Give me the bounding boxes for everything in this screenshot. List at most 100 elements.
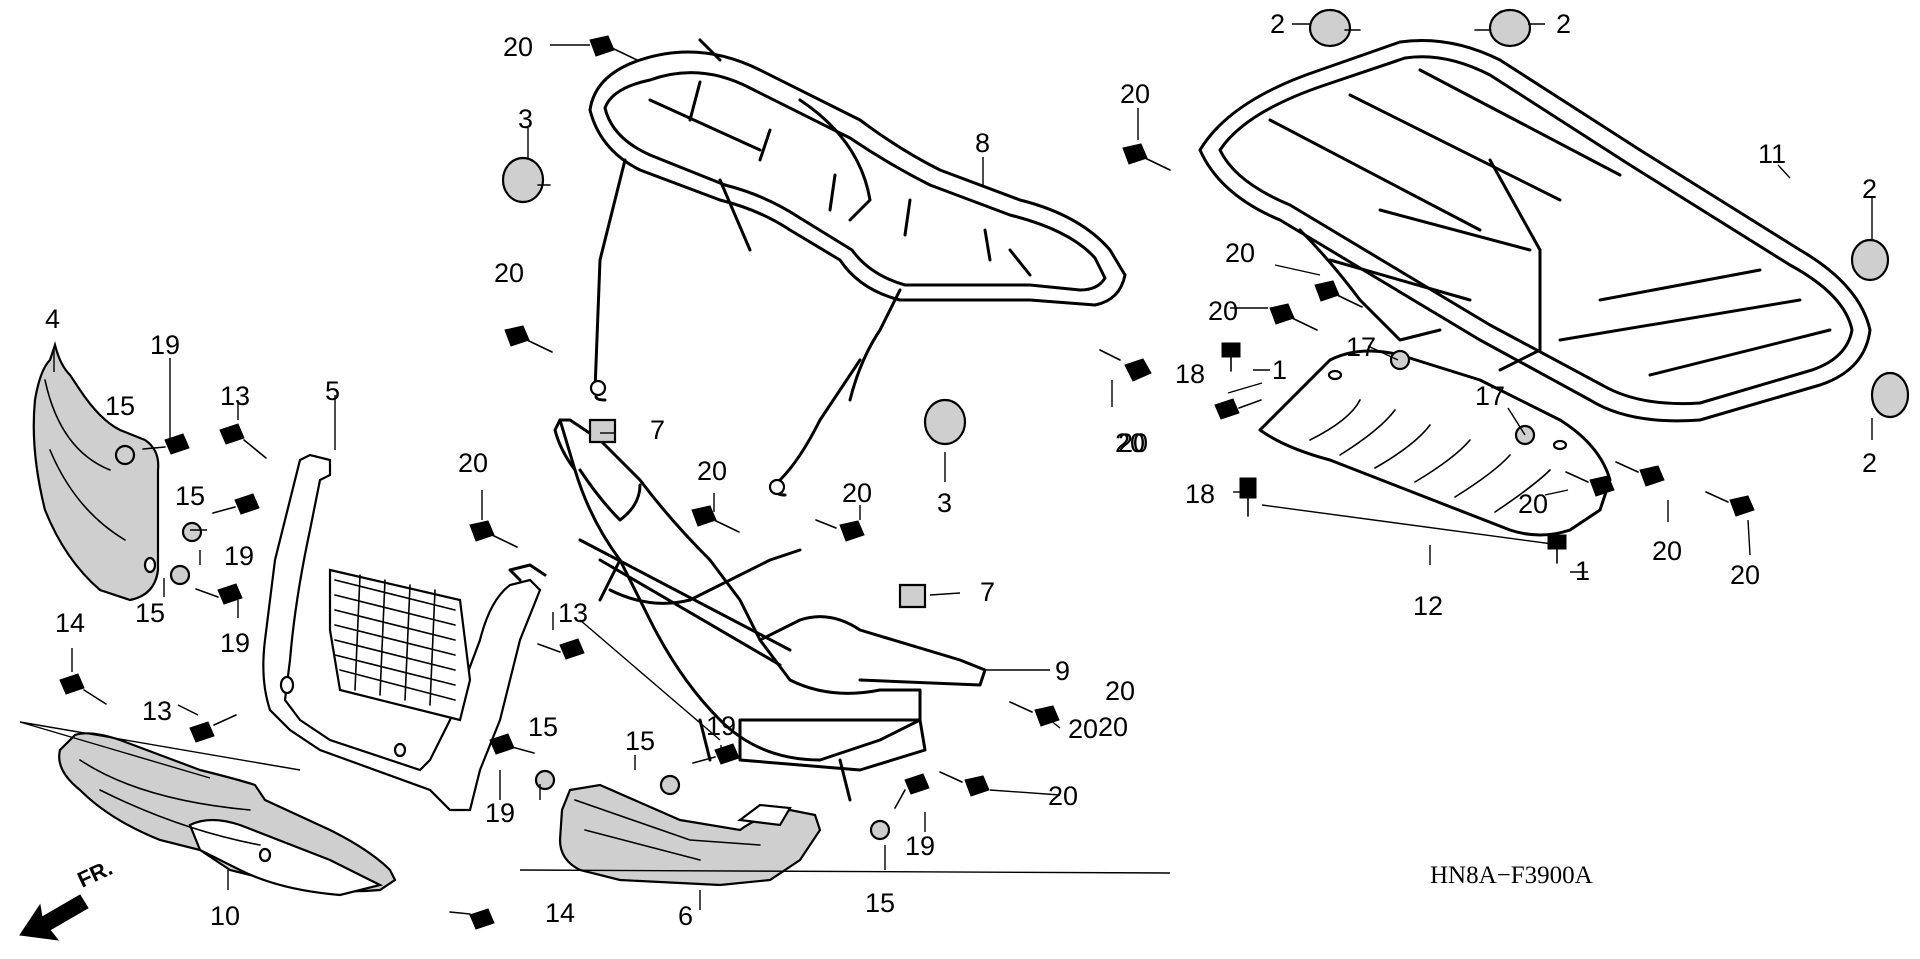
callout-14: 14 <box>545 898 575 928</box>
bolt-18-icon <box>1214 398 1262 420</box>
bolt-20-icon <box>504 325 553 353</box>
callout-14: 14 <box>55 608 85 638</box>
callout-2: 2 <box>1862 174 1877 204</box>
nut-7-icon <box>588 418 617 444</box>
fender-guard-part-4 <box>32 341 160 602</box>
bolt-19-icon <box>894 773 930 809</box>
bolt-20-icon <box>1099 349 1152 382</box>
washer-15-icon <box>659 774 681 796</box>
callout-20: 20 <box>697 456 727 486</box>
washer-15-icon <box>114 444 136 466</box>
callout-15: 15 <box>528 712 558 742</box>
grommet-2-icon <box>1870 371 1910 419</box>
callout-7: 7 <box>980 577 995 607</box>
callout-13: 13 <box>142 696 172 726</box>
callout-3: 3 <box>937 488 952 518</box>
grommet-2-icon <box>1850 238 1890 282</box>
callout-1: 1 <box>1575 556 1590 586</box>
grommet-3-icon <box>923 398 967 446</box>
diagram-code: HN8A−F3900A <box>1430 862 1593 889</box>
callout-4: 4 <box>45 304 60 334</box>
callout-20: 20 <box>503 32 533 62</box>
callout-20: 20 <box>1652 536 1682 566</box>
leader-lines <box>19 23 1873 910</box>
callout-20: 20 <box>1120 79 1150 109</box>
bolt-1-icon <box>1547 534 1567 564</box>
bolt-20-icon <box>815 519 865 542</box>
callout-5: 5 <box>325 376 340 406</box>
fender-guard-part-6 <box>558 783 822 887</box>
bolt-20-icon <box>1122 143 1171 171</box>
bolt-13-icon <box>189 714 237 743</box>
callout-2: 2 <box>1862 448 1877 478</box>
callout-20: 20 <box>842 478 872 508</box>
grommet-2-icon <box>1474 8 1532 48</box>
grommet-2-icon <box>1308 8 1361 48</box>
callout-20: 20 <box>1068 714 1098 744</box>
callout-2: 2 <box>1556 9 1571 39</box>
bolt-19-icon <box>142 433 190 455</box>
callout-20: 20 <box>458 448 488 478</box>
callout-15: 15 <box>135 598 165 628</box>
bolt-14-icon <box>59 673 107 705</box>
callout-20: 20 <box>1208 296 1238 326</box>
callout-19: 19 <box>224 541 254 571</box>
bolt-19-icon <box>195 583 243 605</box>
bolt-13-icon <box>537 638 585 660</box>
callout-13: 13 <box>220 381 250 411</box>
callout-19: 19 <box>220 628 250 658</box>
callout-7: 7 <box>650 415 665 445</box>
callout-20: 20 <box>1098 712 1128 742</box>
bolt-19-icon <box>489 733 535 755</box>
bolt-20-icon <box>939 771 990 797</box>
lower-guard-part-10 <box>58 732 397 897</box>
callout-8: 8 <box>975 128 990 158</box>
callout-18: 18 <box>1185 479 1215 509</box>
front-direction-arrow: FR. <box>19 855 116 941</box>
callout-2: 2 <box>1270 9 1285 39</box>
grommet-3-icon <box>501 156 551 204</box>
callout-20: 20 <box>1225 238 1255 268</box>
washer-15-icon <box>181 521 203 543</box>
washer-15-icon <box>534 769 556 791</box>
front-carrier-part-8 <box>588 38 1127 497</box>
bolt-1-icon <box>1221 342 1241 372</box>
callout-18: 18 <box>1175 359 1205 389</box>
callout-20: 20 <box>494 258 524 288</box>
callout-13: 13 <box>558 598 588 628</box>
callout-15: 15 <box>105 391 135 421</box>
callout-20: 20 <box>1105 676 1135 706</box>
bolt-20-icon <box>1565 471 1615 497</box>
washer-15-icon <box>169 564 191 586</box>
bolt-20-icon <box>1705 491 1755 517</box>
callout-17: 17 <box>1475 381 1505 411</box>
callout-1: 1 <box>1272 355 1287 385</box>
bolt-20-icon <box>1269 303 1318 331</box>
bolt-20-icon <box>1009 701 1060 727</box>
bolt-19-icon <box>212 493 260 515</box>
callout-17: 17 <box>1346 332 1376 362</box>
callout-12: 12 <box>1413 591 1443 621</box>
callout-11: 11 <box>1758 139 1786 169</box>
callout-19: 19 <box>905 831 935 861</box>
bolt-20-icon <box>589 35 638 61</box>
callout-15: 15 <box>865 888 895 918</box>
bolt-20-icon <box>1615 461 1665 487</box>
callout-20: 20 <box>1518 489 1548 519</box>
callout-3: 3 <box>518 104 533 134</box>
callout-numbers: 20 3 8 20 20 2 2 11 2 2 20 20 17 1 18 17… <box>45 9 1877 931</box>
bolt-20-icon <box>1314 280 1363 308</box>
bolt-13-icon <box>219 423 267 459</box>
callout-15: 15 <box>625 726 655 756</box>
bolt-14-icon <box>449 908 495 930</box>
bolt-20-icon <box>691 505 740 533</box>
bolt-18-icon <box>1239 477 1257 517</box>
hardware-items <box>59 8 1910 930</box>
skid-plate-part-12 <box>1258 349 1612 537</box>
callout-20: 20 <box>1048 781 1078 811</box>
rear-carrier-part-11 <box>1198 39 1872 423</box>
front-bracket-part-9 <box>553 418 987 802</box>
callout-9: 9 <box>1055 656 1070 686</box>
washer-17-icon <box>1389 349 1411 371</box>
